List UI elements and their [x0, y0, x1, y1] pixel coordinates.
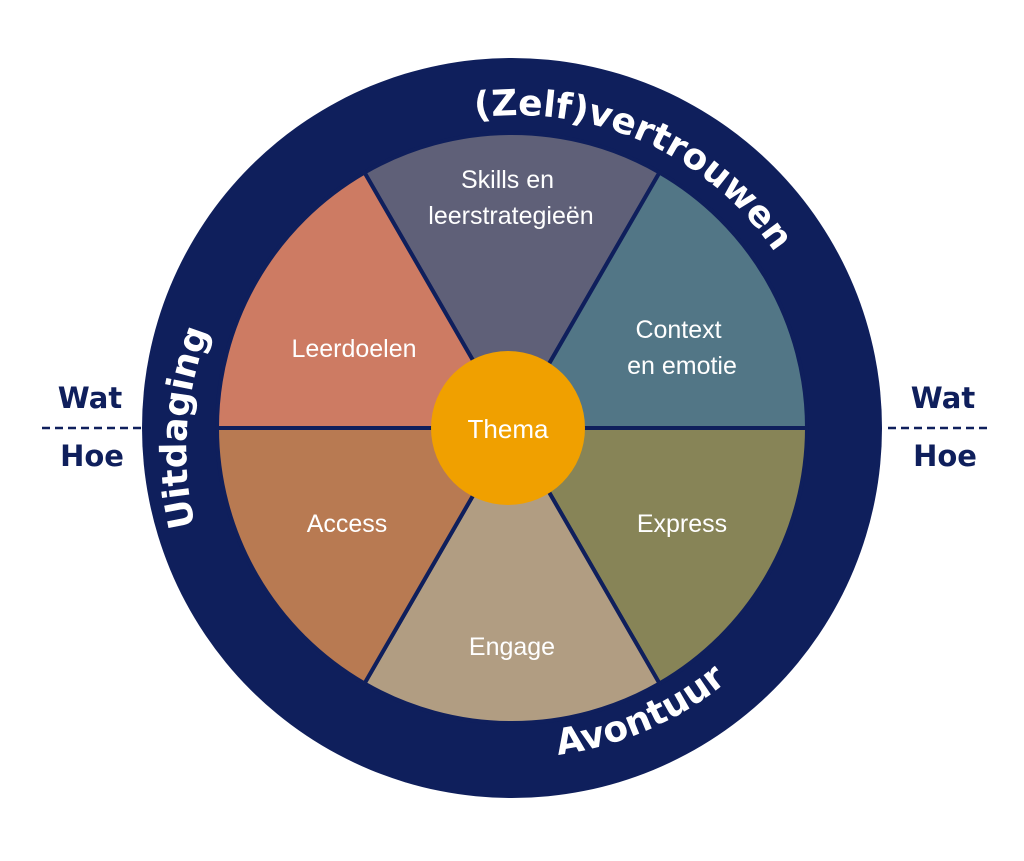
- wedge-leerdoelen: [215, 170, 514, 430]
- wedge-express: [510, 426, 809, 686]
- right-wat-label: Wat: [911, 381, 976, 415]
- segment-label-engage: Engage: [469, 633, 555, 661]
- right-hoe-label: Hoe: [913, 439, 977, 473]
- segment-label-express: Express: [637, 510, 727, 538]
- wedge-skills: [362, 130, 662, 430]
- left-hoe-label: Hoe: [60, 439, 124, 473]
- segment-label-skills: Skills en leerstrategieën: [428, 166, 593, 230]
- left-wat-label: Wat: [58, 381, 123, 415]
- wedge-access: [215, 426, 514, 686]
- center-label: Thema: [468, 414, 549, 444]
- center-circle: [431, 351, 585, 505]
- segment-label-access: Access: [307, 510, 388, 538]
- wedge-context: [510, 170, 809, 430]
- segment-label-context: Context en emotie: [627, 316, 737, 380]
- wedge-engage: [362, 426, 662, 726]
- wedge-group: [215, 130, 809, 726]
- segment-label-leerdoelen: Leerdoelen: [291, 335, 416, 363]
